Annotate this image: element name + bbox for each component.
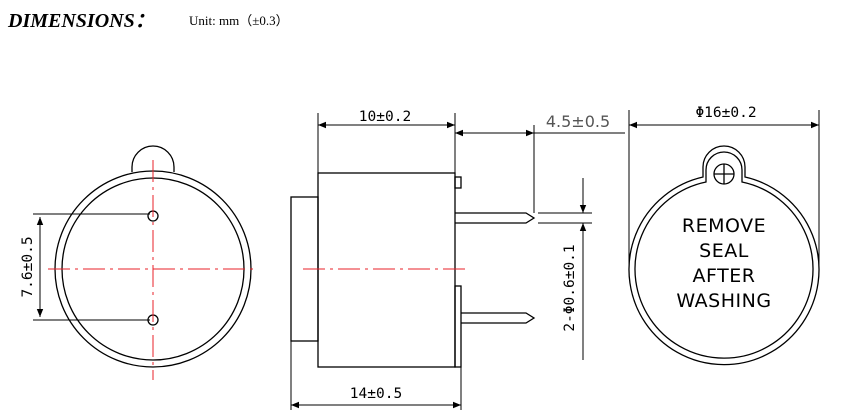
seal-label-line1: REMOVE	[682, 215, 766, 237]
pin-protrusion-label: 4.5±0.5	[546, 112, 610, 131]
bottom-view-centerlines	[48, 160, 258, 380]
total-length-label: 14±0.5	[350, 386, 402, 402]
unit-note: Unit: mm（±0.3）	[189, 13, 289, 28]
pin-spacing-label: 7.6±0.5	[20, 236, 36, 297]
side-view-pin-bottom	[461, 312, 536, 324]
side-view-body	[317, 172, 456, 368]
top-view-inner-contour	[634, 151, 814, 359]
seal-label: REMOVE SEAL AFTER WASHING	[676, 215, 771, 312]
bottom-view	[33, 145, 252, 368]
top-view	[628, 110, 820, 366]
seal-label-line4: WASHING	[676, 290, 771, 312]
bottom-view-tab	[131, 145, 175, 172]
side-view	[290, 113, 625, 410]
side-view-tab	[454, 176, 462, 189]
dimensions-title: DIMENSIONS：	[8, 10, 155, 32]
body-length-label: 10±0.2	[359, 109, 411, 125]
side-view-pin-top	[455, 212, 536, 224]
outer-diameter-label: Φ16±0.2	[695, 105, 756, 121]
pin-diameter-label: 2-Φ0.6±0.1	[562, 244, 578, 331]
top-view-outer-contour	[628, 145, 820, 366]
seal-label-line2: SEAL	[699, 240, 749, 262]
side-view-step	[454, 285, 462, 368]
seal-label-line3: AFTER	[693, 265, 756, 287]
